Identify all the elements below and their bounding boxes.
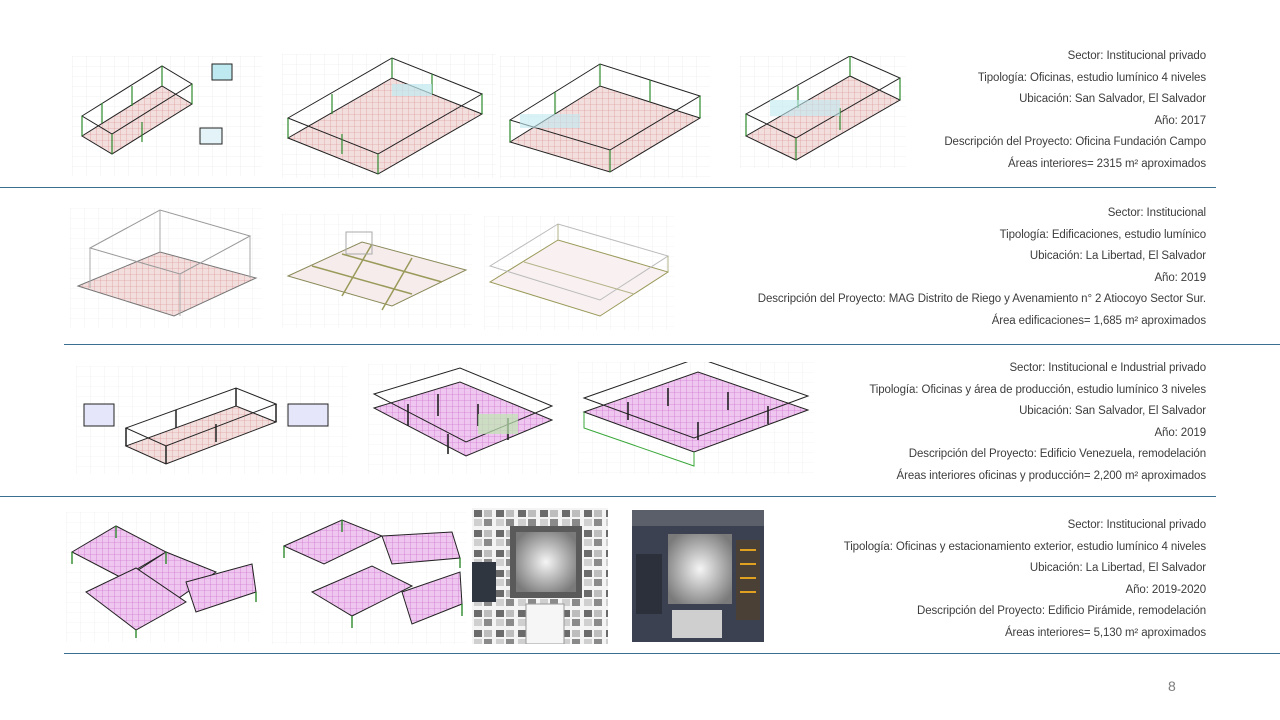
project-4-info: Sector: Institucional privado Tipología:… (844, 515, 1206, 645)
project-ubicacion: Ubicación: San Salvador, El Salvador (1019, 93, 1206, 106)
project-sector: Sector: Institucional privado (1067, 519, 1206, 531)
project-area: Áreas interiores oficinas y producción= … (896, 469, 1207, 482)
project-anio: Año: 2019-2020 (1125, 583, 1207, 596)
project-1-info: Sector: Institucional privado Tipología:… (944, 46, 1206, 176)
project-3-info: Sector: Institucional e Industrial priva… (869, 358, 1206, 488)
project-descripcion: Descripción del Proyecto: MAG Distrito d… (757, 293, 1206, 306)
row-divider-3 (0, 496, 1216, 497)
page-number: 8 (1168, 678, 1176, 694)
project-area: Área edificaciones= 1,685 m² aproximados (991, 314, 1206, 327)
project-anio: Año: 2019 (1154, 271, 1206, 284)
project-4-render-color (632, 510, 764, 642)
row-divider-4 (64, 653, 1280, 654)
project-2-model-2 (282, 214, 472, 328)
project-descripcion: Descripción del Proyecto: Edificio Venez… (908, 448, 1206, 461)
project-ubicacion: Ubicación: San Salvador, El Salvador (1019, 405, 1206, 418)
project-1-model-2 (282, 54, 496, 178)
project-sector: Sector: Institucional (1107, 207, 1206, 219)
project-tipologia: Tipología: Edificaciones, estudio lumíni… (999, 228, 1206, 241)
project-1-model-4 (740, 56, 906, 168)
project-anio: Año: 2019 (1154, 426, 1206, 439)
project-4-render-top (472, 508, 608, 644)
project-descripcion: Descripción del Proyecto: Edificio Pirám… (917, 605, 1206, 618)
row-divider-1 (0, 187, 1216, 188)
project-descripcion: Descripción del Proyecto: Oficina Fundac… (944, 136, 1206, 149)
project-anio: Año: 2017 (1154, 114, 1206, 127)
project-1-model-3 (500, 56, 710, 178)
project-4-model-2 (272, 512, 466, 644)
project-tipologia: Tipología: Oficinas y área de producción… (869, 383, 1206, 396)
project-2-info: Sector: Institucional Tipología: Edifica… (758, 203, 1206, 333)
project-ubicacion: Ubicación: La Libertad, El Salvador (1029, 562, 1206, 575)
row-divider-2 (64, 344, 1280, 345)
project-sector: Sector: Institucional e Industrial priva… (1009, 362, 1206, 374)
project-tipologia: Tipología: Oficinas, estudio lumínico 4 … (977, 71, 1206, 84)
project-3-model-3 (578, 362, 814, 474)
project-sector: Sector: Institucional privado (1067, 50, 1206, 62)
project-2-model-3 (484, 216, 674, 330)
project-ubicacion: Ubicación: La Libertad, El Salvador (1029, 250, 1206, 263)
project-1-model-1 (72, 56, 262, 176)
project-3-model-2 (368, 364, 558, 474)
project-2-model-1 (70, 208, 262, 328)
project-tipologia: Tipología: Oficinas y estacionamiento ex… (843, 540, 1206, 553)
project-area: Áreas interiores= 2315 m² aproximados (1008, 157, 1206, 170)
project-3-model-1 (76, 366, 348, 474)
project-area: Áreas interiores= 5,130 m² aproximados (1004, 626, 1206, 639)
project-4-model-1 (66, 512, 260, 642)
